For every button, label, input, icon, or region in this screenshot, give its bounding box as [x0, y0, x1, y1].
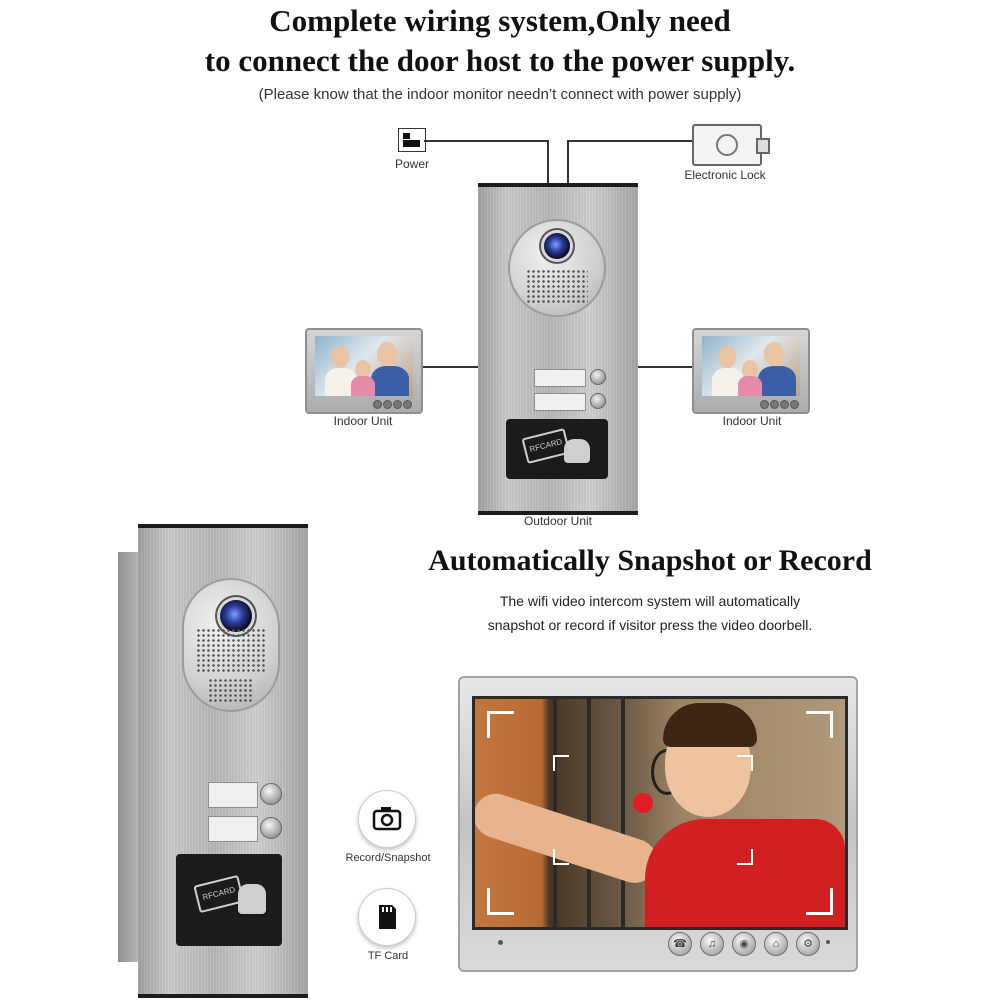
sd-card-icon: [379, 905, 396, 929]
tf-card-label: TF Card: [367, 950, 409, 962]
focus-corner: [737, 755, 753, 771]
lock-wire-drop: [567, 140, 569, 184]
rfid-reader-large: RFCARD: [176, 854, 282, 946]
monitor-button-5: ⚙: [796, 932, 820, 956]
power-wire-drop: [547, 140, 549, 184]
feature-desc-line-2: snapshot or record if visitor press the …: [487, 617, 813, 633]
camera-lens: [544, 233, 570, 259]
power-label: Power: [394, 157, 429, 171]
feature-title: Automatically Snapshot or Record: [428, 544, 872, 577]
camera-lens-large: [220, 600, 252, 632]
indoor-unit-left-label: Indoor Unit: [333, 414, 393, 428]
outdoor-unit-large: RFCARD: [138, 524, 308, 998]
call-button-2: [590, 393, 606, 409]
call-button-large-2: [260, 817, 282, 839]
focus-corner: [553, 849, 569, 865]
viewfinder-corner: [487, 888, 514, 915]
indoor-monitor-right: [692, 328, 810, 414]
indoor-screen-right: [702, 336, 800, 396]
indoor-monitor-large: ☎ ♫ ◉ ⌂ ⚙: [458, 676, 858, 972]
monitor-screen-large: [472, 696, 848, 930]
record-indicator-icon: [633, 793, 653, 813]
viewfinder-corner: [806, 888, 833, 915]
visitor-hair: [663, 703, 757, 747]
panel-side-edge: [118, 552, 140, 962]
hand-icon-large: [238, 884, 266, 914]
indicator-led: [826, 940, 830, 944]
monitor-button-3: ◉: [732, 932, 756, 956]
name-plate-large-2: [208, 816, 258, 842]
monitor-button-4: ⌂: [764, 932, 788, 956]
monitor-button-2: ♫: [700, 932, 724, 956]
visitor-shirt: [645, 819, 845, 927]
lock-wire: [567, 140, 692, 142]
focus-corner: [553, 755, 569, 771]
headline-line-1: Complete wiring system,Only need: [269, 3, 731, 38]
indoor-unit-right-label: Indoor Unit: [722, 414, 782, 428]
focus-corner: [737, 849, 753, 865]
speaker-grille: [526, 269, 588, 303]
outdoor-unit-diagram: RFCARD: [478, 183, 638, 515]
rfid-reader: RFCARD: [506, 419, 608, 479]
speaker-grille-lower: [208, 678, 254, 702]
call-button-1: [590, 369, 606, 385]
headline-line-2: to connect the door host to the power su…: [204, 43, 796, 78]
microphone-hole: [498, 940, 503, 945]
name-plate-2: [534, 393, 586, 411]
feature-desc-line-1: The wifi video intercom system will auto…: [499, 593, 801, 609]
record-snapshot-label: Record/Snapshot: [345, 852, 431, 864]
viewfinder-corner: [487, 711, 514, 738]
camera-icon: [372, 807, 402, 831]
rfid-card-icon-large: RFCARD: [193, 874, 245, 914]
power-icon: [398, 128, 426, 152]
indoor-monitor-left: [305, 328, 423, 414]
viewfinder-corner: [806, 711, 833, 738]
name-plate-large-1: [208, 782, 258, 808]
outdoor-unit-label: Outdoor Unit: [523, 514, 593, 528]
name-plate-1: [534, 369, 586, 387]
hand-icon: [564, 439, 590, 463]
speaker-grille-large: [196, 628, 266, 672]
power-wire: [424, 140, 549, 142]
right-monitor-wire: [638, 366, 692, 368]
call-button-large-1: [260, 783, 282, 805]
tf-card-badge: [358, 888, 416, 946]
left-monitor-wire: [420, 366, 478, 368]
monitor-button-1: ☎: [668, 932, 692, 956]
electronic-lock-label: Electronic Lock: [684, 168, 766, 182]
indoor-screen-left: [315, 336, 413, 396]
record-snapshot-badge: [358, 790, 416, 848]
power-note: (Please know that the indoor monitor nee…: [258, 86, 742, 103]
electronic-lock-icon: [692, 124, 770, 166]
